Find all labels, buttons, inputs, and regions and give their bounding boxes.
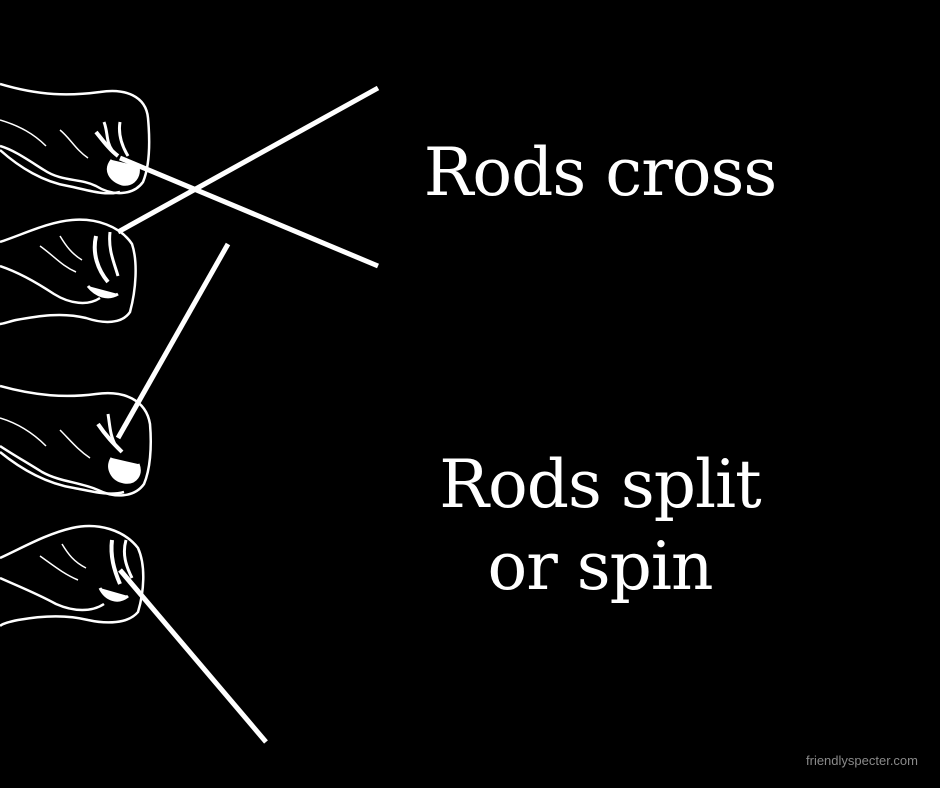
dowsing-rod-icon: [118, 568, 268, 744]
dowsing-rod-icon: [116, 85, 380, 235]
fist-holding-rod-icon: [0, 82, 151, 195]
fist-holding-rod-icon: [0, 384, 152, 497]
fist-holding-rod-icon: [0, 524, 145, 627]
caption-rods-split-line2: or spin: [487, 528, 714, 605]
fist-holding-rod-icon: [0, 218, 137, 326]
caption-rods-split-line1: Rods split: [439, 446, 761, 523]
dowsing-rod-icon: [119, 155, 379, 269]
watermark: friendlyspecter.com: [806, 753, 918, 768]
dowsing-rod-icon: [115, 242, 231, 440]
caption-rods-split: Rods split or spin: [400, 444, 800, 608]
caption-rods-cross: Rods cross: [423, 134, 778, 211]
